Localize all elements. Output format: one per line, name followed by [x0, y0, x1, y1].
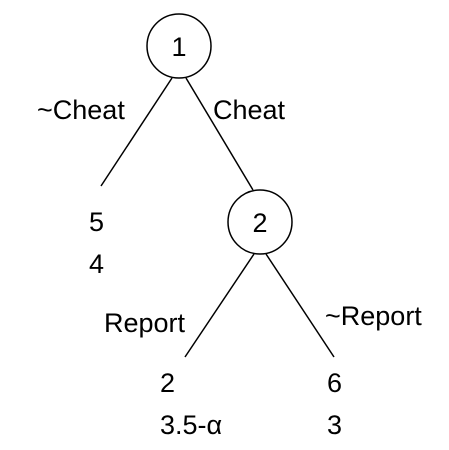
- action-label-not-cheat: ~Cheat: [37, 95, 125, 125]
- payoff-report-player2: 3.5-α: [160, 410, 222, 440]
- node-player-1: 1: [146, 13, 212, 79]
- action-label-not-report: ~Report: [325, 301, 422, 331]
- node-player-2-circle: [227, 189, 293, 255]
- action-label-report: Report: [104, 308, 186, 338]
- payoff-not-report-player2: 3: [327, 410, 342, 440]
- action-label-cheat: Cheat: [213, 95, 286, 125]
- node-player-2: 2: [227, 189, 293, 255]
- node-player-2-label: 2: [252, 208, 267, 238]
- payoff-not-cheat-player1: 5: [89, 207, 104, 237]
- edge-not-report: [265, 253, 335, 358]
- edge-not-cheat: [100, 77, 173, 187]
- node-player-1-circle: [146, 13, 212, 79]
- payoff-not-report-player1: 6: [327, 368, 342, 398]
- edge-report: [184, 253, 255, 358]
- node-player-1-label: 1: [171, 32, 186, 62]
- edge-cheat: [185, 77, 254, 191]
- payoff-report-player1: 2: [160, 368, 175, 398]
- payoff-not-cheat-player2: 4: [89, 249, 104, 279]
